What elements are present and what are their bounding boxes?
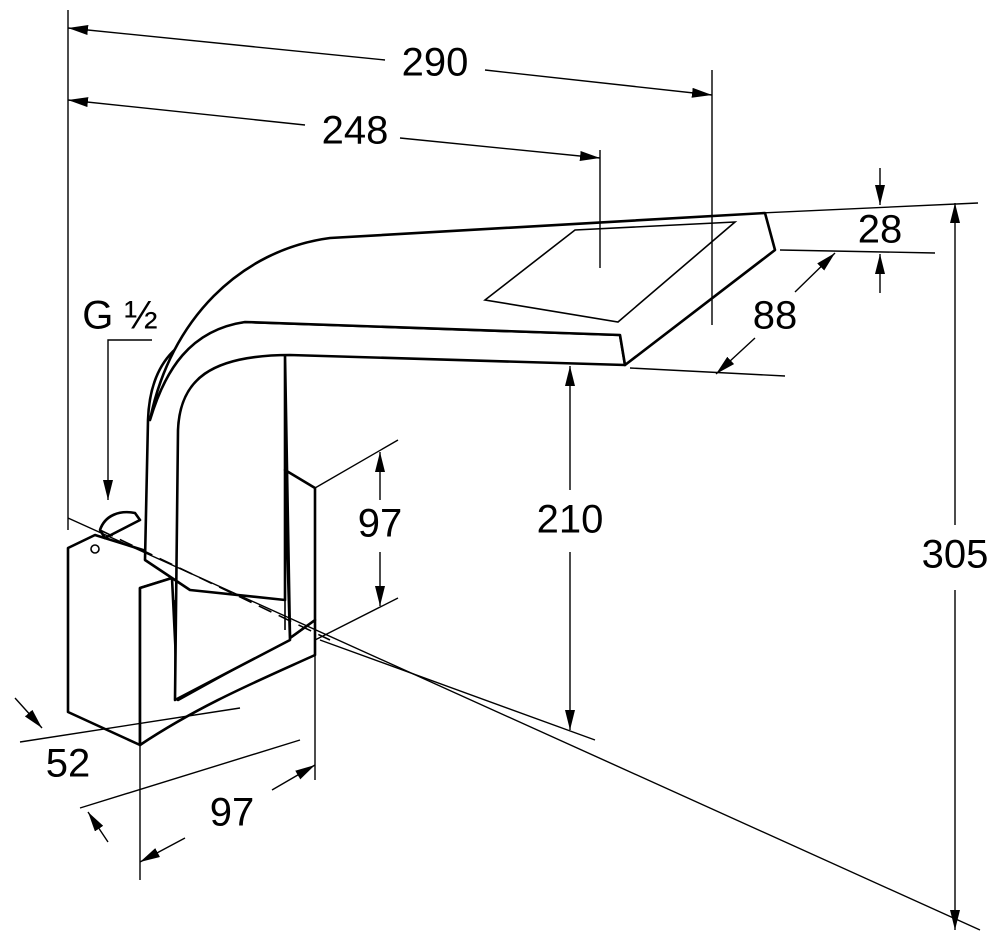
dim-97-bottom-arrow-left [139, 837, 186, 863]
dim-88-arrow-top [794, 252, 836, 293]
dim-base-depth: 97 [210, 791, 255, 835]
dim-body-height: 97 [358, 502, 403, 546]
dim-290-arrow-right [484, 69, 713, 98]
dim-base-width: 52 [46, 742, 91, 786]
faucet-outline [66, 211, 777, 747]
dim-spout-clearance: 210 [537, 498, 604, 542]
dim-overall-height: 305 [922, 533, 989, 577]
dim-88-arrow-bottom [715, 337, 756, 375]
dim-spout-thickness: 28 [858, 208, 903, 252]
dim-248-arrow-right [399, 137, 601, 161]
dim-290-arrow-left [67, 25, 386, 61]
dimension-lines [19, 10, 981, 931]
dim-overall-length: 290 [402, 41, 469, 85]
dim-52-arrow-top [14, 697, 43, 729]
dim-spout-width: 88 [753, 294, 798, 338]
thread-leader-arrow [103, 339, 152, 500]
dim-52-arrow-bottom [87, 811, 109, 843]
thread-label: G ½ [82, 294, 158, 338]
dim-248-arrow-left [67, 97, 306, 126]
dim-97-bottom-arrow-right [271, 764, 316, 791]
dim-spout-length: 248 [322, 109, 389, 153]
